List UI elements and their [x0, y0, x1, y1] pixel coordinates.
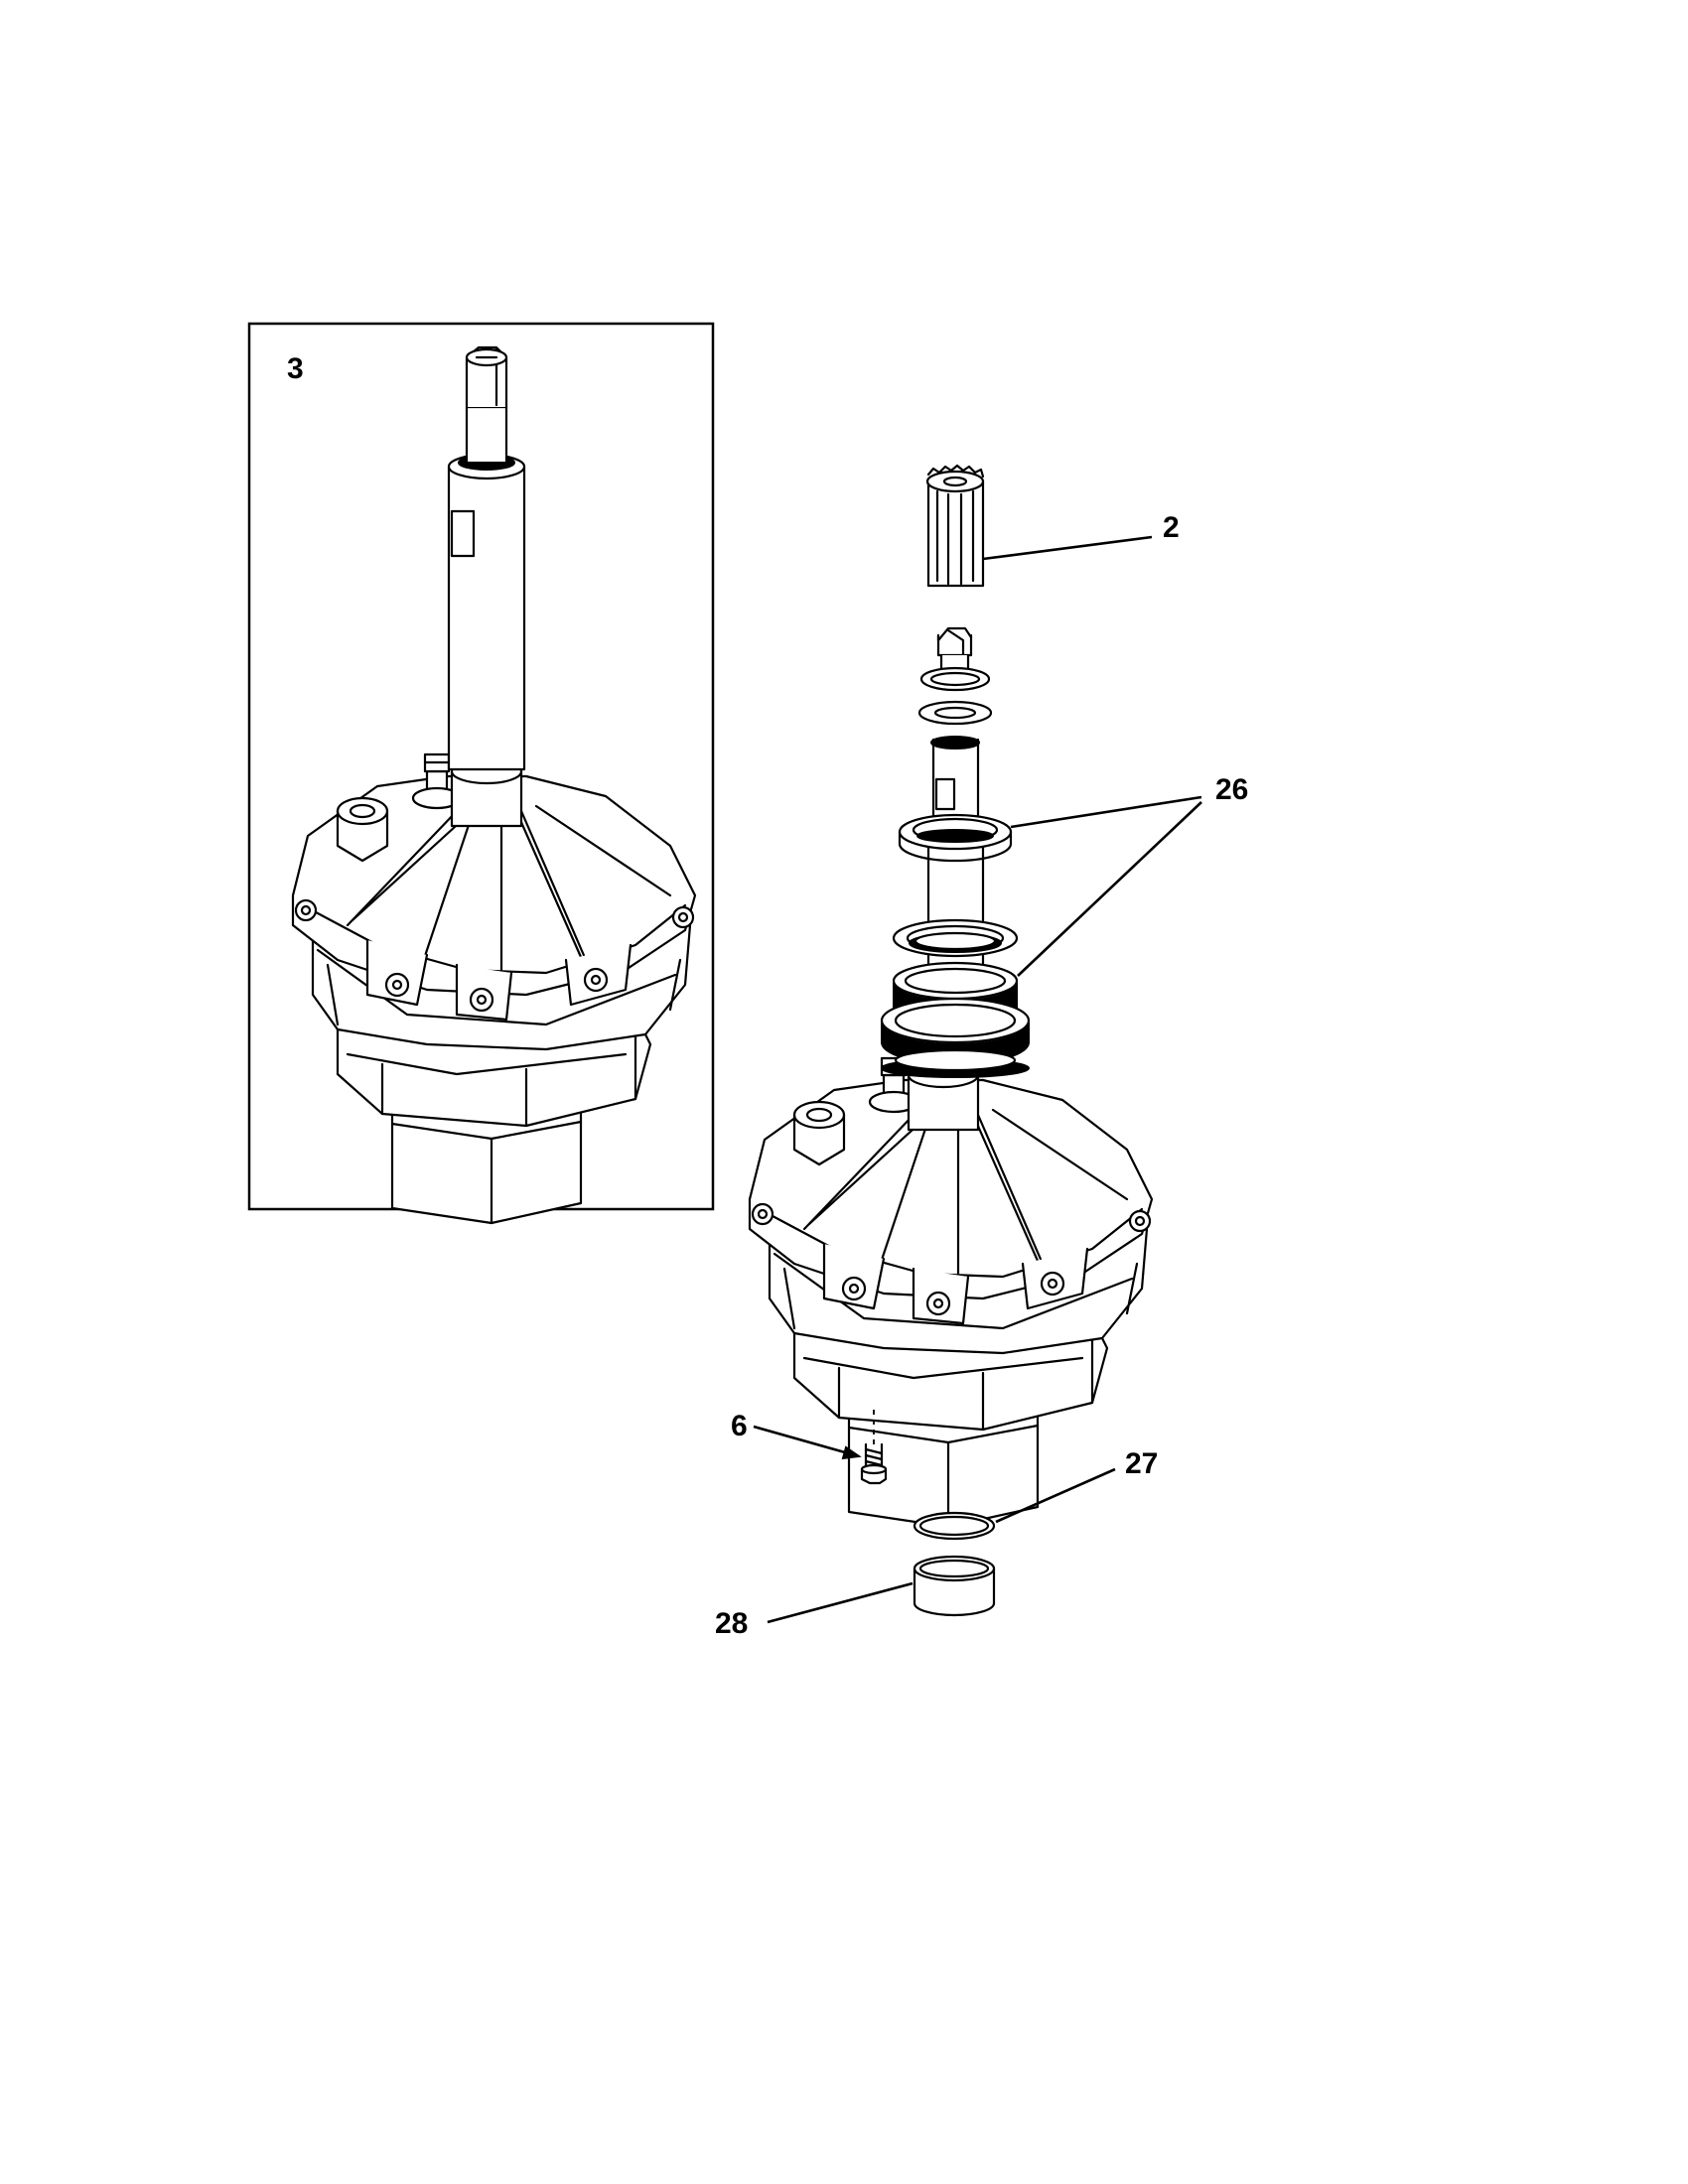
- callout-27-label: 27: [1125, 1447, 1158, 1480]
- retaining-ring: [913, 1511, 996, 1541]
- callout-3-label: 3: [287, 352, 304, 385]
- assembled-transmission: [291, 345, 697, 1225]
- callout-28: 28: [715, 1581, 914, 1640]
- callout-26-label: 26: [1215, 773, 1248, 806]
- leader-line-26a: [1010, 795, 1202, 829]
- callout-6-label: 6: [731, 1410, 748, 1442]
- drain-screw: [860, 1442, 888, 1485]
- upper-seal: [898, 813, 1013, 863]
- callout-2-label: 2: [1163, 511, 1180, 544]
- callout-27: 27: [995, 1447, 1158, 1524]
- shaft-o-ring: [919, 666, 991, 692]
- callout-6: 6: [731, 1410, 862, 1460]
- lower-seal: [880, 918, 1031, 1078]
- shaft-washer: [917, 700, 993, 726]
- callout-28-label: 28: [715, 1607, 748, 1640]
- leader-line-2: [982, 535, 1153, 561]
- leader-line-28: [767, 1581, 914, 1624]
- leader-line-6: [753, 1425, 860, 1458]
- bushing: [913, 1555, 996, 1617]
- agitator-shaft: [936, 626, 973, 672]
- callout-26: 26: [1010, 773, 1248, 977]
- assembly-inset: 3: [247, 322, 715, 1225]
- leader-line-26b: [1017, 801, 1202, 977]
- spline-coupler: [925, 464, 985, 588]
- callout-2: 2: [982, 511, 1180, 561]
- leader-line-27: [995, 1467, 1116, 1524]
